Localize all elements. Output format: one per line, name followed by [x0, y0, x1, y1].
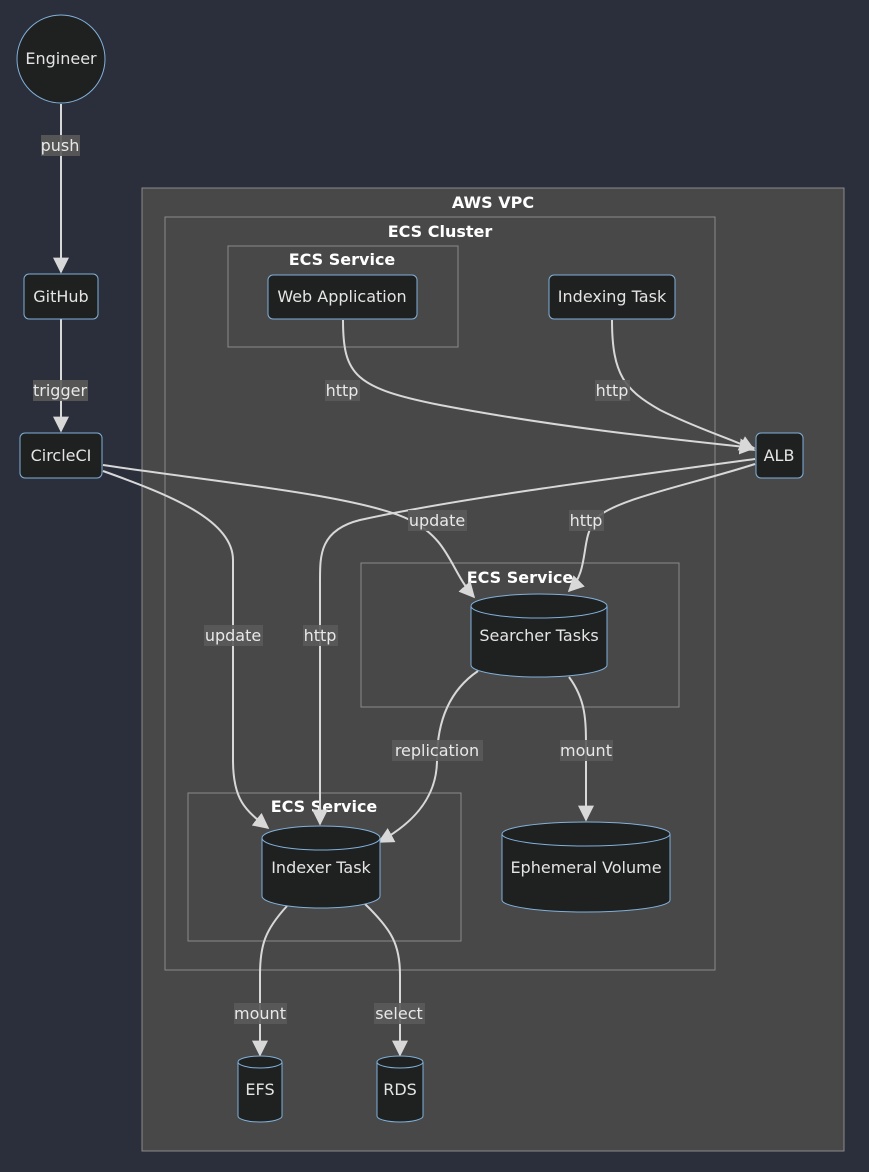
node-efs[interactable]: EFS: [237, 1055, 283, 1123]
edge-labels: push trigger http http update http updat…: [33, 135, 630, 1024]
edge-update-indexer: [102, 470, 270, 829]
node-indexing-task[interactable]: Indexing Task: [548, 274, 676, 320]
svg-text:select: select: [375, 1004, 423, 1023]
cluster-ecs-service-web-title: ECS Service: [289, 250, 396, 269]
edge-update-searcher: [102, 464, 476, 599]
edge-label-web-http: http: [325, 380, 360, 401]
cluster-ecs-service-indexer-title: ECS Service: [271, 797, 378, 816]
edge-web-http: [342, 319, 756, 455]
node-rds-label: RDS: [383, 1080, 417, 1099]
node-circleci-label: CircleCI: [31, 446, 92, 465]
node-searcher-tasks-label: Searcher Tasks: [479, 626, 598, 645]
edge-label-update-indexer: update: [204, 625, 263, 646]
svg-text:http: http: [326, 381, 359, 400]
edge-label-alb-http-searcher: http: [569, 510, 604, 531]
edge-label-trigger: trigger: [33, 380, 88, 401]
svg-text:mount: mount: [234, 1004, 286, 1023]
svg-text:http: http: [304, 626, 337, 645]
edge-select-rds: [364, 903, 408, 1057]
cluster-ecs-service-searcher-title: ECS Service: [467, 568, 574, 587]
cluster-ecs-service-web: ECS Service: [227, 245, 459, 348]
cluster-aws-vpc-title: AWS VPC: [452, 193, 534, 212]
svg-text:mount: mount: [560, 741, 612, 760]
edge-label-replication: replication: [392, 740, 483, 761]
svg-text:http: http: [570, 511, 603, 530]
node-ephemeral-volume[interactable]: Ephemeral Volume: [501, 821, 671, 913]
node-alb-label: ALB: [764, 446, 795, 465]
node-web-application-label: Web Application: [277, 287, 406, 306]
node-engineer-label: Engineer: [25, 49, 97, 68]
node-web-application[interactable]: Web Application: [267, 274, 418, 320]
svg-text:replication: replication: [395, 741, 479, 760]
edge-label-indexing-http: http: [595, 380, 630, 401]
edges: [53, 104, 756, 1057]
node-circleci[interactable]: CircleCI: [19, 432, 103, 479]
edge-label-alb-http-indexer: http: [303, 625, 338, 646]
edge-label-mount-ephemeral: mount: [560, 740, 613, 761]
node-indexing-task-label: Indexing Task: [558, 287, 667, 306]
node-ephemeral-volume-label: Ephemeral Volume: [510, 858, 661, 877]
node-github-label: GitHub: [33, 287, 88, 306]
edge-label-update-searcher: update: [408, 510, 467, 531]
node-indexer-task[interactable]: Indexer Task: [261, 825, 381, 909]
edge-label-select-rds: select: [374, 1003, 425, 1024]
edge-indexing-http: [611, 319, 756, 451]
cluster-ecs-cluster-title: ECS Cluster: [388, 222, 493, 241]
cluster-ecs-cluster: ECS Cluster: [164, 216, 716, 971]
svg-text:update: update: [409, 511, 465, 530]
cluster-ecs-service-indexer: ECS Service: [187, 792, 462, 942]
node-alb[interactable]: ALB: [755, 432, 804, 479]
edge-label-mount-efs: mount: [234, 1003, 287, 1024]
edge-alb-http-indexer: [312, 458, 756, 826]
svg-text:http: http: [596, 381, 629, 400]
node-github[interactable]: GitHub: [23, 273, 99, 320]
edge-mount-efs: [252, 905, 288, 1057]
svg-text:trigger: trigger: [33, 381, 87, 400]
node-efs-label: EFS: [245, 1080, 274, 1099]
node-rds[interactable]: RDS: [376, 1055, 424, 1123]
edge-label-push: push: [41, 135, 80, 156]
node-searcher-tasks[interactable]: Searcher Tasks: [470, 593, 608, 678]
cluster-ecs-service-searcher: ECS Service: [360, 562, 680, 708]
svg-text:update: update: [205, 626, 261, 645]
node-indexer-task-label: Indexer Task: [271, 858, 371, 877]
svg-text:push: push: [41, 136, 80, 155]
node-engineer[interactable]: Engineer: [16, 14, 106, 104]
